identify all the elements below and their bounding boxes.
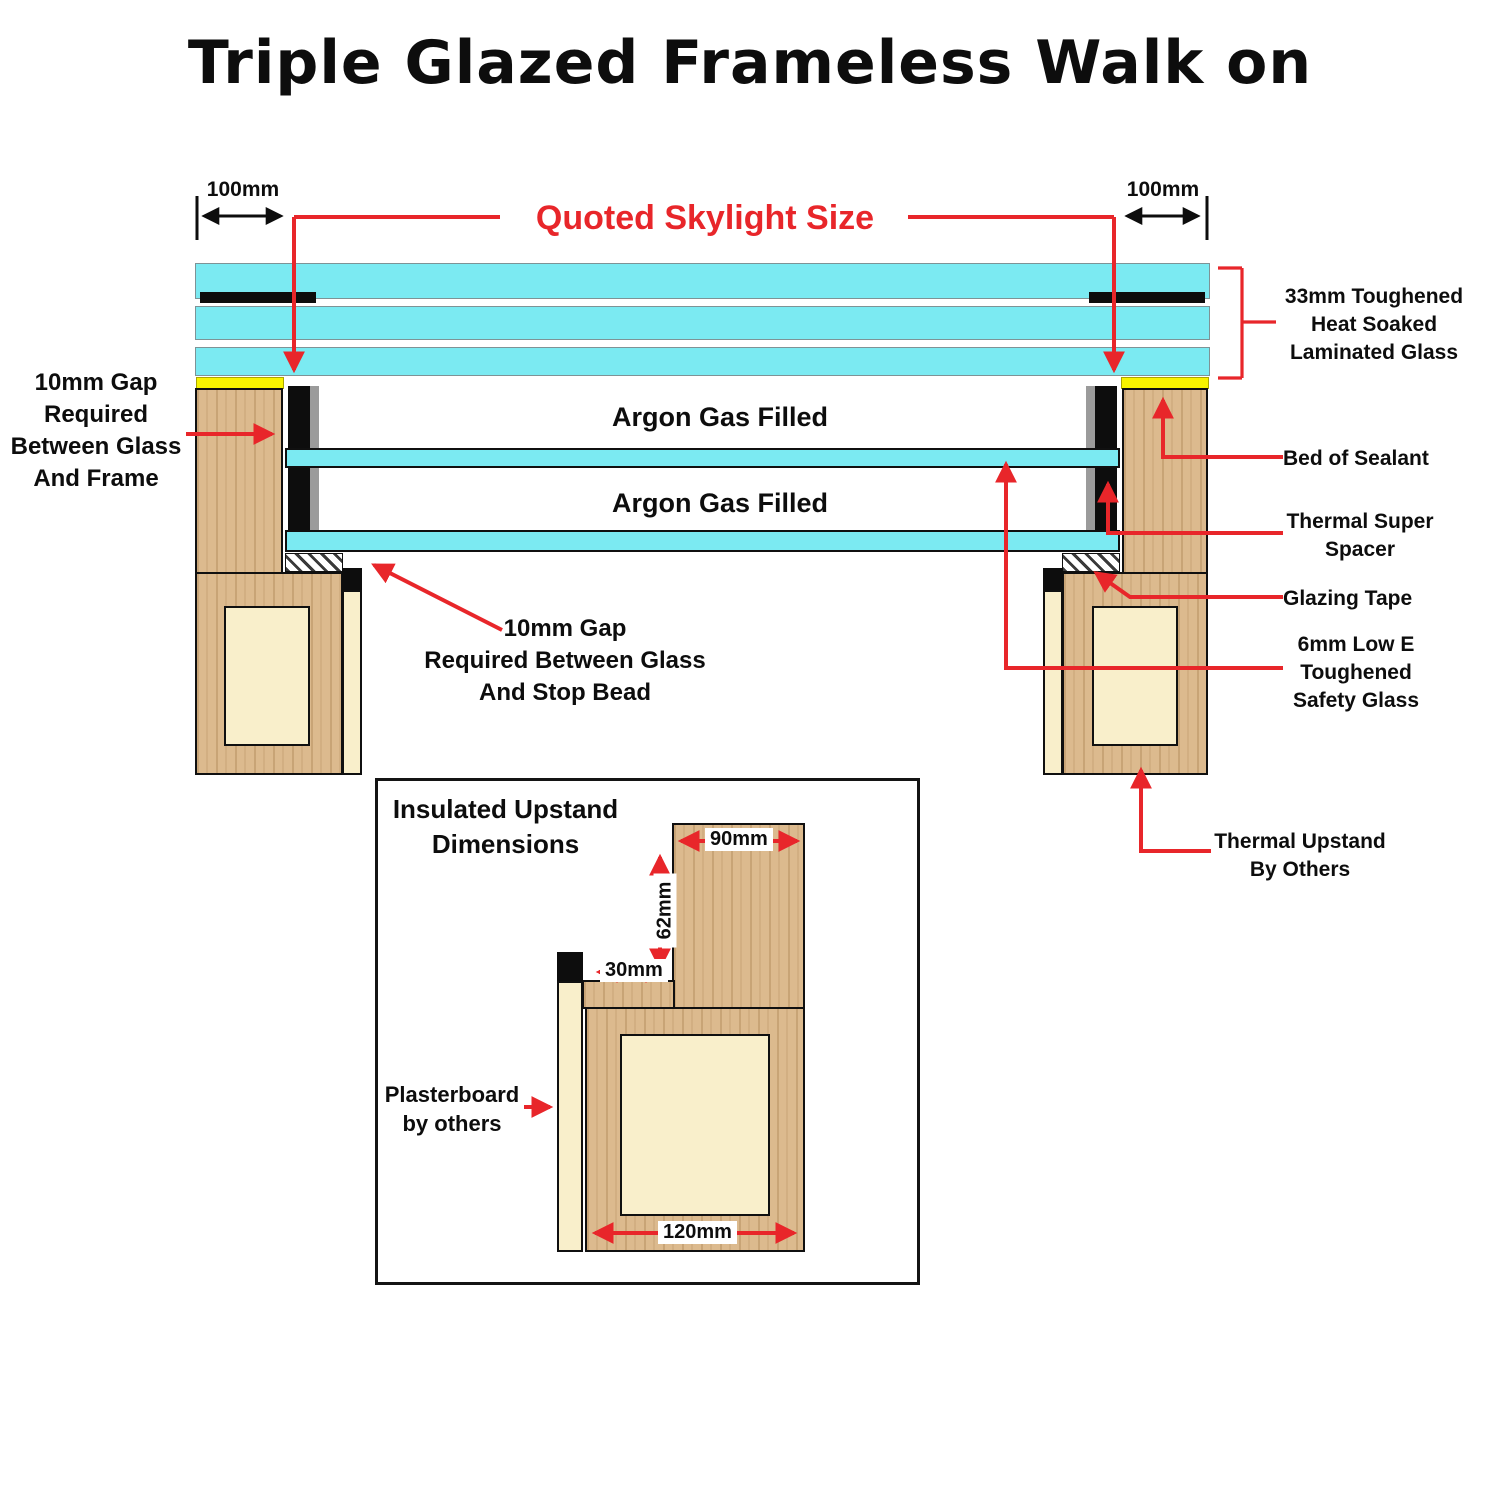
- callout-thermal-spacer: Thermal Super Spacer: [1286, 510, 1434, 561]
- inset-upstand-top-piece: [672, 823, 805, 1009]
- upstand-left-insulation: [224, 606, 310, 746]
- spacer-left-bottom: [288, 468, 310, 530]
- low-e-glass-pane-middle: [285, 448, 1120, 468]
- stop-bead-left: [342, 568, 362, 590]
- laminated-glass-pane-3: [195, 347, 1210, 376]
- laminated-glass-pane-2: [195, 306, 1210, 340]
- plasterboard-right: [1043, 590, 1063, 775]
- dim-label-62mm: 62mm: [653, 873, 677, 948]
- spacer-right-bottom-thermal: [1086, 468, 1095, 530]
- callout-gap-stop-bead: 10mm Gap Required Between Glass And Stop…: [424, 615, 706, 706]
- inset-plasterboard: [557, 981, 583, 1252]
- spacer-left-top: [288, 386, 310, 448]
- callout-bed-of-sealant: Bed of Sealant: [1283, 447, 1429, 470]
- upstand-right-insulation: [1092, 606, 1178, 746]
- dim-label-100mm-left: 100mm: [206, 178, 280, 201]
- arrow-thermal-upstand: [1130, 766, 1211, 853]
- spacer-right-bottom: [1095, 468, 1117, 530]
- dim-label-100mm-right: 100mm: [1126, 178, 1200, 201]
- laminated-glass-pane-1: [195, 263, 1210, 299]
- inset-upstand-step: [582, 980, 675, 1009]
- plasterboard-left: [342, 590, 362, 775]
- inset-stop-bead: [557, 952, 583, 981]
- spacer-left-bottom-thermal: [310, 468, 319, 530]
- argon-gas-label-top: Argon Gas Filled: [611, 402, 829, 432]
- edge-seal-right: [1089, 292, 1205, 303]
- inset-plasterboard-label: Plasterboard by others: [384, 1082, 520, 1137]
- callout-glazing-tape: Glazing Tape: [1283, 587, 1413, 610]
- glazing-tape-right: [1062, 553, 1120, 572]
- low-e-glass-pane-bottom: [285, 530, 1120, 552]
- edge-seal-left: [200, 292, 316, 303]
- upstand-right-column: [1122, 388, 1208, 574]
- spacer-right-top: [1095, 386, 1117, 448]
- inset-upstand-insulation: [620, 1034, 770, 1216]
- bracket-laminated-glass: [1218, 266, 1276, 380]
- stop-bead-right: [1043, 568, 1063, 590]
- upstand-left-column: [195, 388, 283, 574]
- quoted-skylight-size-label: Quoted Skylight Size: [535, 199, 875, 237]
- dim-label-90mm: 90mm: [705, 828, 773, 851]
- inset-title: Insulated Upstand Dimensions: [392, 794, 619, 859]
- spacer-left-top-thermal: [310, 386, 319, 448]
- callout-gap-frame: 10mm Gap Required Between Glass And Fram…: [10, 369, 182, 492]
- callout-thermal-upstand: Thermal Upstand By Others: [1214, 830, 1386, 881]
- callout-low-e-glass: 6mm Low E Toughened Safety Glass: [1292, 633, 1420, 712]
- spacer-right-top-thermal: [1086, 386, 1095, 448]
- argon-gas-label-bottom: Argon Gas Filled: [611, 488, 829, 518]
- dim-label-120mm: 120mm: [658, 1221, 737, 1244]
- glazing-tape-left: [285, 553, 343, 572]
- callout-laminated-glass: 33mm Toughened Heat Soaked Laminated Gla…: [1284, 285, 1464, 364]
- dim-label-30mm: 30mm: [600, 959, 668, 982]
- page-title: Triple Glazed Frameless Walk on: [187, 28, 1313, 98]
